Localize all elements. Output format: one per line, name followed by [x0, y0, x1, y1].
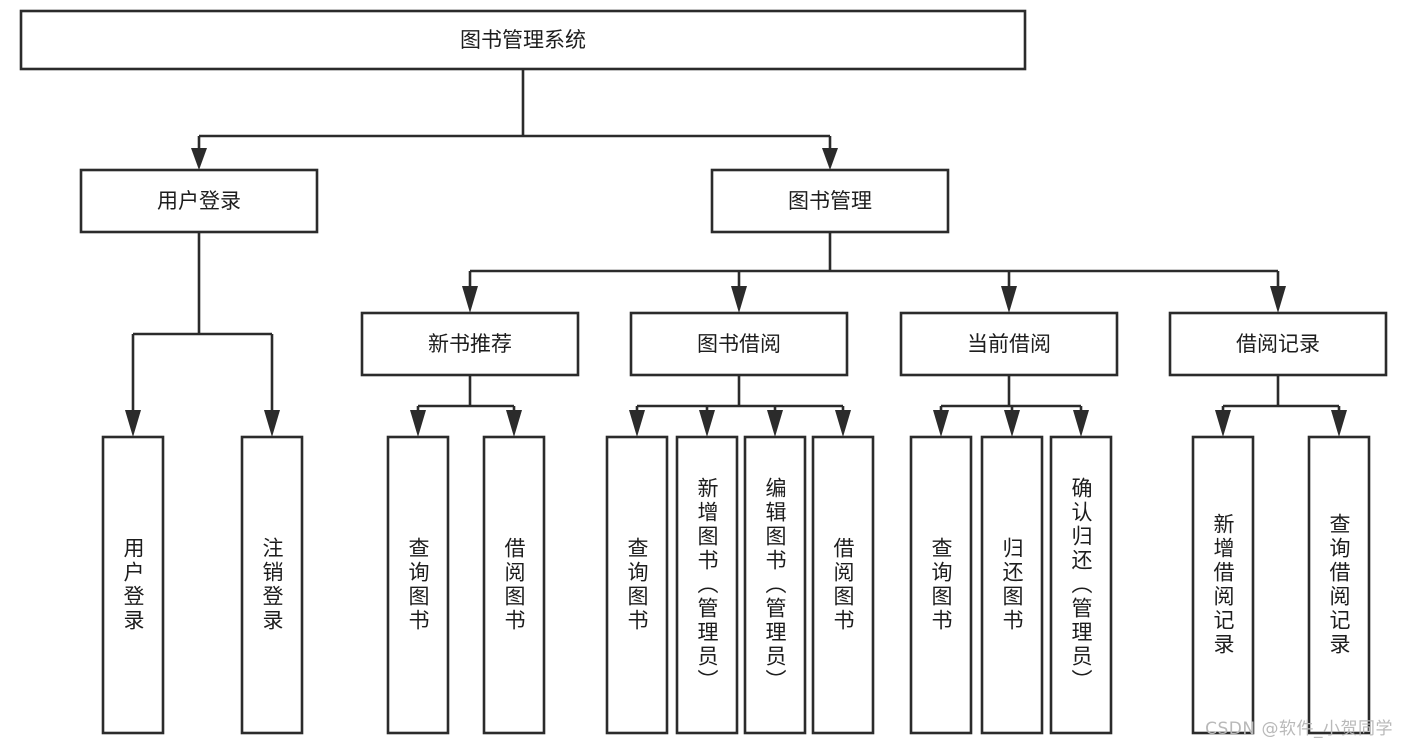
node-current-borrow[interactable]: 当前借阅	[899, 311, 1119, 377]
node-box-rect	[482, 435, 546, 735]
arrow-head-icon	[822, 148, 838, 170]
node-box-rect	[605, 435, 669, 735]
arrow-head-icon	[1215, 410, 1231, 437]
node-label-leaf-add-book: 新增图书（管理员）	[695, 477, 719, 693]
node-box-rect	[101, 435, 165, 735]
watermark: CSDN @软件_小贺同学	[1205, 719, 1393, 739]
node-box-rect	[240, 435, 304, 735]
node-leaf-query-book-1[interactable]: 查询图书	[386, 435, 450, 735]
connector-borrowrecord-to-leaves	[1215, 375, 1347, 437]
arrow-head-icon	[767, 410, 783, 437]
node-leaf-user-login[interactable]: 用户登录	[101, 435, 165, 735]
node-label-leaf-borrow-book-2: 借阅图书	[831, 537, 855, 633]
node-label-leaf-user-login: 用户登录	[121, 537, 145, 633]
node-label-leaf-query-book-1: 查询图书	[406, 537, 430, 633]
arrow-head-icon	[462, 286, 478, 313]
arrow-head-icon	[125, 410, 141, 437]
arrow-head-icon	[1073, 410, 1089, 437]
arrow-head-icon	[1270, 286, 1286, 313]
node-box-rect	[743, 435, 807, 735]
node-label-leaf-add-record: 新增借阅记录	[1211, 513, 1235, 657]
node-leaf-confirm-return[interactable]: 确认归还（管理员）	[1049, 435, 1113, 735]
node-new-book-recommend[interactable]: 新书推荐	[360, 311, 580, 377]
node-box-rect	[675, 435, 739, 735]
node-leaf-add-record[interactable]: 新增借阅记录	[1191, 435, 1255, 735]
arrow-head-icon	[699, 410, 715, 437]
arrow-head-icon	[1001, 286, 1017, 313]
node-label-leaf-confirm-return: 确认归还（管理员）	[1069, 477, 1093, 693]
node-label-book-borrow: 图书借阅	[697, 332, 781, 356]
node-box-rect	[386, 435, 450, 735]
arrow-head-icon	[1004, 410, 1020, 437]
node-box-rect	[1168, 311, 1388, 377]
node-box-rect	[1049, 435, 1113, 735]
node-leaf-query-book-3[interactable]: 查询图书	[909, 435, 973, 735]
connector-userlogin-to-leaves	[125, 232, 280, 437]
node-label-leaf-query-record: 查询借阅记录	[1327, 513, 1351, 657]
arrow-head-icon	[629, 410, 645, 437]
node-leaf-return-book[interactable]: 归还图书	[980, 435, 1044, 735]
node-label-borrow-record: 借阅记录	[1236, 332, 1320, 356]
connector-newbook-to-leaves	[410, 375, 522, 437]
node-book-manage[interactable]: 图书管理	[710, 168, 950, 234]
node-label-user-login: 用户登录	[157, 189, 241, 213]
arrow-head-icon	[506, 410, 522, 437]
node-box-rect	[710, 168, 950, 234]
connector-currentborrow-to-leaves	[933, 375, 1089, 437]
arrow-head-icon	[1331, 410, 1347, 437]
node-leaf-add-book[interactable]: 新增图书（管理员）	[675, 435, 739, 735]
node-box-rect	[899, 311, 1119, 377]
node-book-borrow[interactable]: 图书借阅	[629, 311, 849, 377]
connector-root-to-level1	[191, 69, 838, 170]
node-box-rect	[1191, 435, 1255, 735]
node-label-current-borrow: 当前借阅	[967, 332, 1051, 356]
node-leaf-borrow-book-2[interactable]: 借阅图书	[811, 435, 875, 735]
node-label-leaf-query-book-2: 查询图书	[625, 537, 649, 633]
node-borrow-record[interactable]: 借阅记录	[1168, 311, 1388, 377]
connector-bookborrow-to-leaves	[629, 375, 851, 437]
connector-booksmanage-to-level2	[462, 232, 1286, 313]
node-box-rect	[909, 435, 973, 735]
node-box-rect	[79, 168, 319, 234]
node-label-book-manage: 图书管理	[788, 189, 872, 213]
node-box-rect	[629, 311, 849, 377]
arrow-head-icon	[731, 286, 747, 313]
arrow-head-icon	[191, 148, 207, 170]
arrow-head-icon	[410, 410, 426, 437]
node-leaf-query-record[interactable]: 查询借阅记录	[1307, 435, 1371, 735]
node-leaf-query-book-2[interactable]: 查询图书	[605, 435, 669, 735]
node-label-leaf-borrow-book-1: 借阅图书	[502, 537, 526, 633]
node-leaf-edit-book[interactable]: 编辑图书（管理员）	[743, 435, 807, 735]
arrow-head-icon	[835, 410, 851, 437]
node-root[interactable]: 图书管理系统	[19, 9, 1027, 71]
node-label-leaf-return-book: 归还图书	[1000, 537, 1024, 633]
node-box-rect	[1307, 435, 1371, 735]
node-leaf-user-logout[interactable]: 注销登录	[240, 435, 304, 735]
node-box-rect	[19, 9, 1027, 71]
arrow-head-icon	[933, 410, 949, 437]
node-label-leaf-user-logout: 注销登录	[260, 537, 284, 633]
node-label-new-book-recommend: 新书推荐	[428, 332, 512, 356]
arrow-head-icon	[264, 410, 280, 437]
node-label-root: 图书管理系统	[460, 28, 586, 52]
node-box-rect	[980, 435, 1044, 735]
node-box-rect	[811, 435, 875, 735]
node-label-leaf-edit-book: 编辑图书（管理员）	[763, 477, 787, 693]
node-user-login[interactable]: 用户登录	[79, 168, 319, 234]
node-box-rect	[360, 311, 580, 377]
node-label-leaf-query-book-3: 查询图书	[929, 537, 953, 633]
node-leaf-borrow-book-1[interactable]: 借阅图书	[482, 435, 546, 735]
